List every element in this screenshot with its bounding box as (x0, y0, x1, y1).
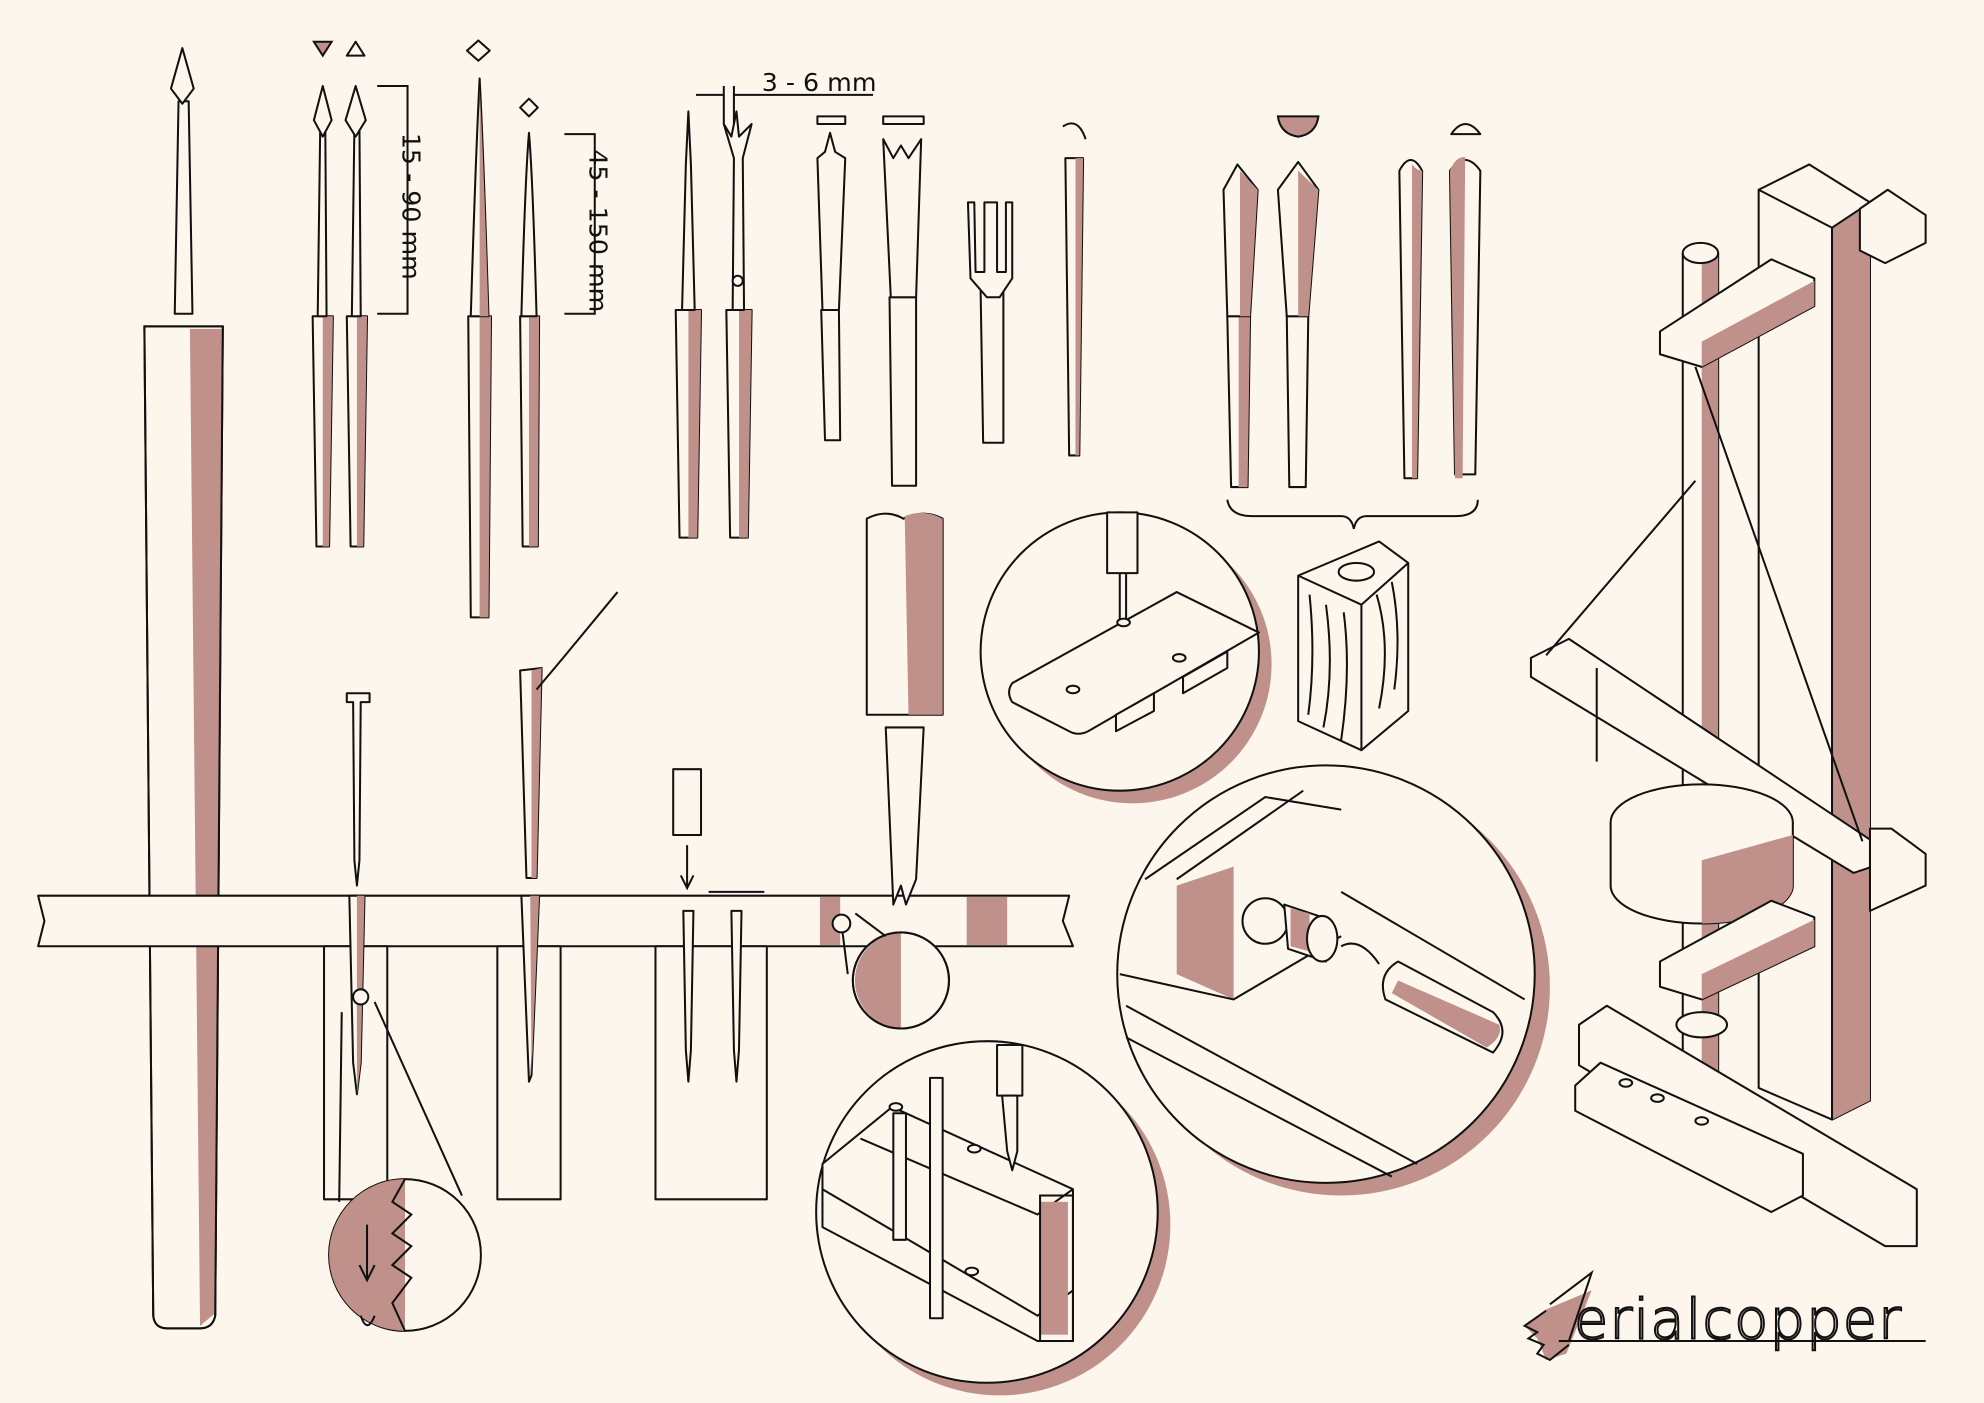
brand-logo: erialcopper (1522, 1269, 1926, 1362)
logo-text: erialcopper (1574, 1287, 1903, 1352)
gouges (1222, 115, 1482, 530)
pricking-irons (311, 40, 409, 548)
dimension-label-large: 45 - 150 mm (584, 149, 613, 312)
large-awl (143, 47, 224, 1330)
bow-drill-press (1529, 163, 1927, 1248)
dimension-label-small: 15 - 90 mm (396, 133, 425, 280)
needle-awls (465, 39, 596, 619)
wood-block (1297, 540, 1410, 752)
cross-section-rail (37, 512, 1074, 1332)
forked-chisels (674, 86, 1087, 539)
detail-circle-plate (979, 511, 1272, 804)
dimension-label-width: 3 - 6 mm (762, 68, 877, 97)
detail-circle-frame (815, 1040, 1171, 1396)
detail-circle-drill (1116, 764, 1550, 1196)
